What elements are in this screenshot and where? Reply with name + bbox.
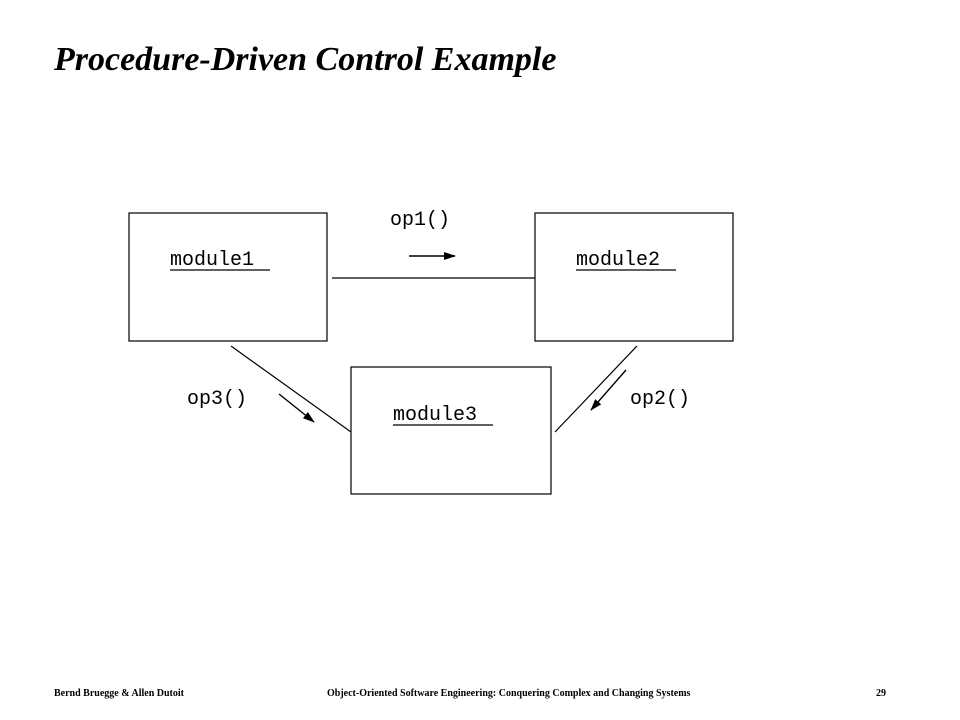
module3-label: module3	[393, 404, 477, 427]
op1-label: op1()	[390, 209, 450, 232]
slide-title: Procedure-Driven Control Example	[54, 41, 557, 78]
module1-label: module1	[170, 249, 254, 272]
op3-arrow	[278, 393, 315, 423]
op2-label: op2()	[630, 388, 690, 411]
module2-box: module2	[534, 212, 734, 342]
footer-book-title: Object-Oriented Software Engineering: Co…	[327, 688, 691, 699]
module2-label: module2	[576, 249, 660, 272]
module1-box: module1	[128, 212, 328, 342]
connection-module1-module3	[230, 345, 352, 433]
op3-label: op3()	[187, 388, 247, 411]
footer-page-number: 29	[876, 688, 886, 699]
op2-arrow	[590, 369, 627, 411]
footer-authors: Bernd Bruegge & Allen Dutoit	[54, 688, 184, 699]
connection-module2-module3	[554, 345, 638, 433]
module3-box: module3	[350, 366, 552, 495]
